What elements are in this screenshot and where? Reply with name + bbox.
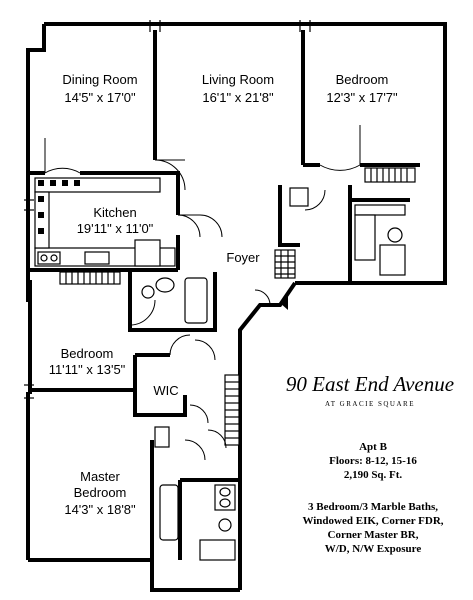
master-bedroom-name-1: Master <box>80 469 120 484</box>
living-room-dims: 16'1" x 21'8" <box>202 90 274 105</box>
feature-line: W/D, N/W Exposure <box>324 543 422 555</box>
foyer-name: Foyer <box>226 250 260 265</box>
apartment-floors: Floors: 8-12, 15-16 <box>329 455 417 467</box>
apartment-unit: Apt B <box>359 441 387 453</box>
master-bedroom-name-2: Bedroom <box>74 485 127 500</box>
bedroom-ne-name: Bedroom <box>336 72 389 87</box>
interior-walls <box>28 30 420 560</box>
kitchen-dims: 19'11" x 11'0" <box>77 221 154 236</box>
feature-line: Windowed EIK, Corner FDR, <box>302 515 444 527</box>
exterior-walls <box>26 22 447 592</box>
building-name: 90 East End Avenue <box>285 372 455 396</box>
building-subtitle: AT GRACIE SQUARE <box>325 400 415 408</box>
feature-list: 3 Bedroom/3 Marble Baths, Windowed EIK, … <box>288 500 458 556</box>
kitchen-name: Kitchen <box>93 205 136 220</box>
bath-fixtures <box>141 204 406 561</box>
bedroom-w-dims: 11'11" x 13'5" <box>49 362 126 377</box>
entry-arrow <box>280 296 288 310</box>
master-bedroom-dims: 14'3" x 18'8" <box>64 502 136 517</box>
feature-line: 3 Bedroom/3 Marble Baths, <box>308 501 438 513</box>
bedroom-w-name: Bedroom <box>61 346 114 361</box>
feature-line: Corner Master BR, <box>327 529 419 541</box>
kitchen-fixtures <box>34 177 176 267</box>
living-room-name: Living Room <box>202 72 274 87</box>
dining-room-dims: 14'5" x 17'0" <box>64 90 136 105</box>
closets <box>59 167 416 448</box>
windows <box>24 20 311 399</box>
apartment-info: Apt B Floors: 8-12, 15-16 2,190 Sq. Ft. <box>298 440 448 482</box>
bedroom-ne-dims: 12'3" x 17'7" <box>326 90 398 105</box>
doors <box>44 125 361 461</box>
dining-room-name: Dining Room <box>62 72 137 87</box>
wic-name: WIC <box>153 383 178 398</box>
apartment-area: 2,190 Sq. Ft. <box>343 469 403 481</box>
